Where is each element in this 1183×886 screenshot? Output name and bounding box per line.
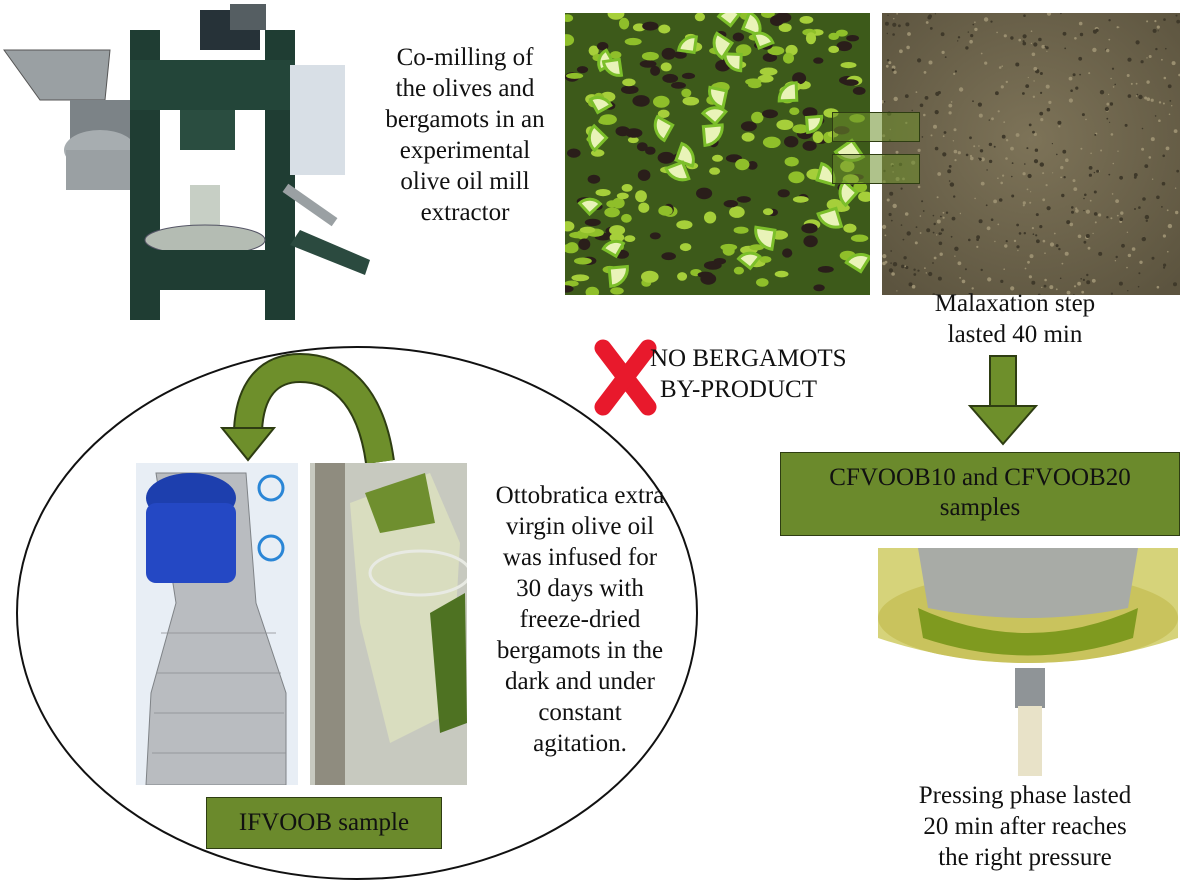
down-arrow	[967, 355, 1039, 446]
malaxation-text: Malaxation step lasted 40 min	[934, 290, 1096, 348]
infusion-ellipse	[16, 346, 698, 880]
infusion-text: Ottobratica extra virgin olive oil was i…	[495, 482, 665, 757]
no-bergamots-text: NO BERGAMOTS BY-PRODUCT	[650, 345, 847, 403]
red-x-icon	[594, 339, 657, 416]
press-photo	[878, 548, 1178, 776]
olives-bergamots-photo	[565, 13, 870, 295]
foil-bottle-photo	[136, 463, 298, 785]
bergamot-jar-photo	[310, 463, 467, 785]
connector-bar-top	[832, 112, 920, 142]
cfvoob-box: CFVOOB10 and CFVOOB20 samples	[780, 452, 1180, 536]
curved-arrow	[219, 352, 395, 465]
mill-extractor-photo	[3, 4, 370, 320]
pressing-text: Pressing phase lasted 20 min after reach…	[918, 782, 1132, 871]
ifvoob-box: IFVOOB sample	[206, 797, 442, 849]
comilling-text: Co-milling of the olives and bergamots i…	[385, 44, 545, 226]
malaxed-paste-photo	[882, 13, 1180, 295]
connector-bar-bottom	[832, 154, 920, 184]
